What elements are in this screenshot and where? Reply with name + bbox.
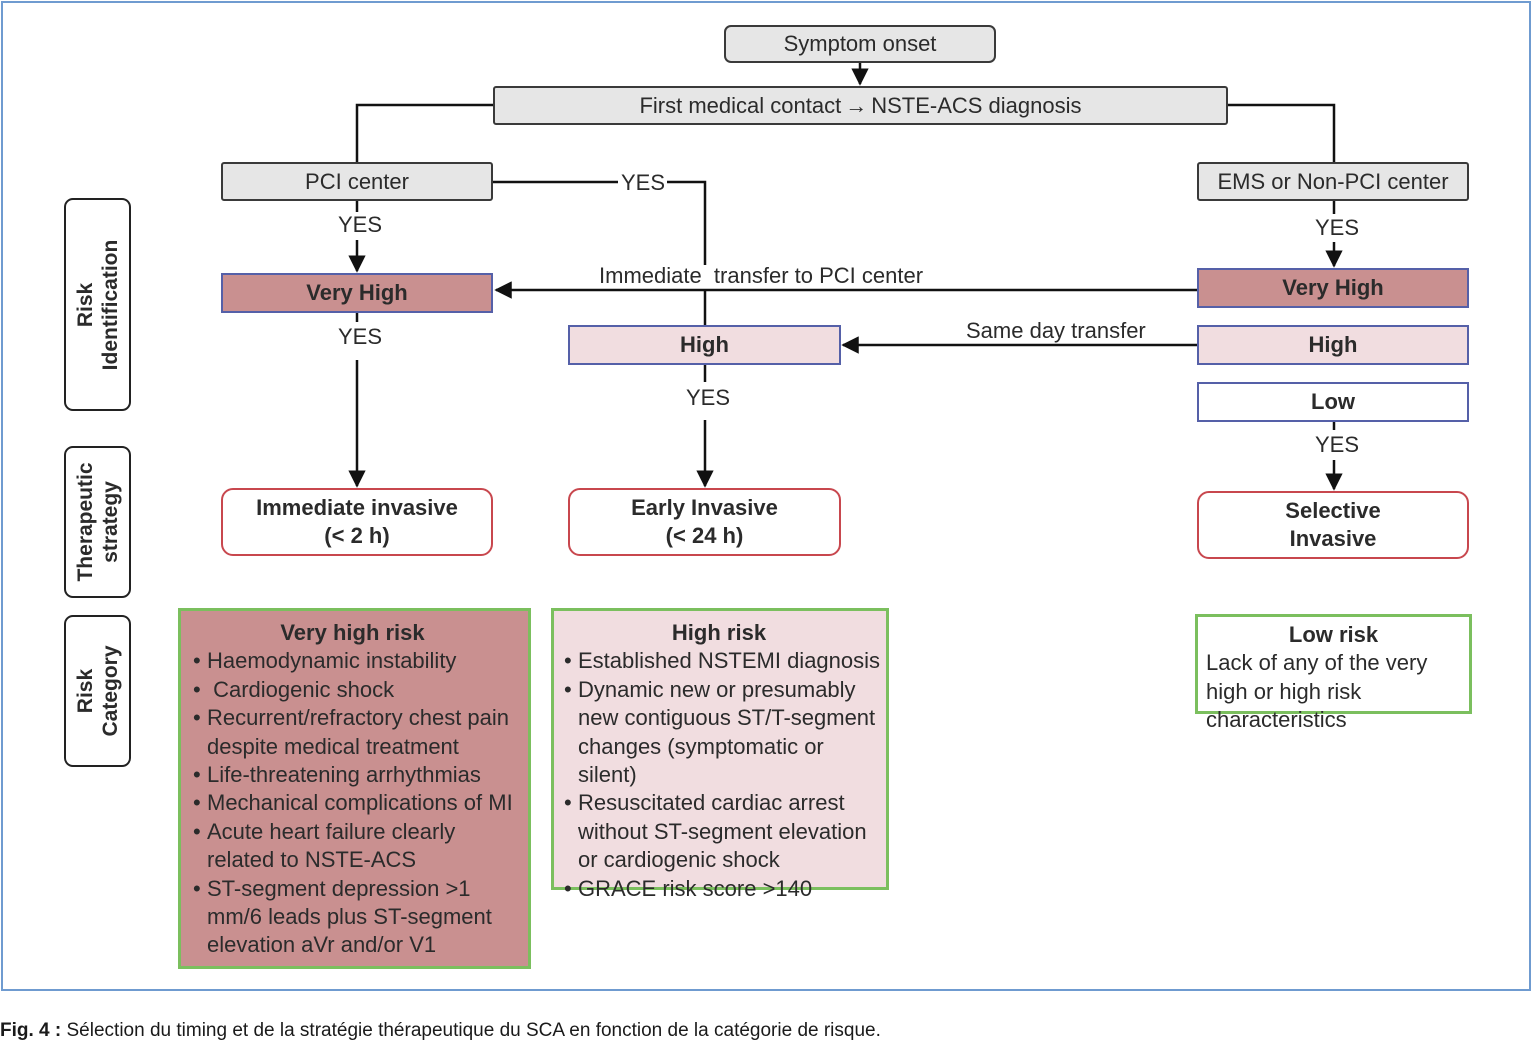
list-item: Mechanical complications of MI [185,789,520,818]
therapeutic-strategy-text: Therapeutic strategy [73,462,122,582]
symptom-onset-label: Symptom onset [783,31,937,56]
immediate-invasive-line2: (< 2 h) [324,523,390,548]
immediate-transfer-label: Immediate transfer to PCI center [599,263,924,288]
very-high-label: Very High [306,280,408,305]
line-contact-to-pci [355,103,493,162]
ems-center-box: EMS or Non-PCI center [1197,162,1469,201]
list-item: Dynamic new or presumably new contiguous… [556,676,882,790]
high-risk-list: Established NSTEMI diagnosis Dynamic new… [556,647,882,903]
selective-invasive-line1: Selective [1285,498,1381,523]
line-contact-to-ems [1228,103,1336,162]
list-item: Resuscitated cardiac arrest without ST-s… [556,789,882,874]
first-contact-box: First medical contact → NSTE-ACS diagnos… [493,86,1228,125]
very-high-risk-panel: Very high risk Haemodynamic instability … [178,608,531,969]
high-box-center: High [568,325,841,365]
high-box-ems: High [1197,325,1469,365]
pci-center-box: PCI center [221,162,493,201]
early-invasive-box: Early Invasive (< 24 h) [568,488,841,556]
yes-label-low: YES [1313,432,1362,458]
arrow-right-icon: → [845,92,868,118]
list-item: GRACE risk score >140 [556,875,882,904]
very-high-box-pci: Very High [221,273,493,313]
yes-label-ems: YES [1313,215,1362,241]
high-label: High [1308,332,1358,357]
list-item: Haemodynamic instability [185,647,520,676]
very-high-box-ems: Very High [1197,268,1469,308]
risk-category-text: Risk Category [73,645,122,737]
side-label-therapeutic-strategy: Therapeutic strategy [64,446,131,598]
yes-label-pci-to-high: YES [619,170,668,196]
yes-label-veryhigh: YES [336,324,385,350]
high-risk-title: High risk [671,620,767,645]
early-invasive-line1: Early Invasive [631,495,778,520]
low-risk-title: Low risk [1288,622,1379,647]
list-item: ST-segment depression >1 mm/6 leads plus… [185,875,520,960]
risk-identification-text: Risk Identification [73,239,122,370]
low-risk-panel: Low risk Lack of any of the very high or… [1195,614,1472,732]
very-high-risk-title: Very high risk [280,620,425,645]
low-box-ems: Low [1197,382,1469,422]
side-label-risk-identification: Risk Identification [64,198,131,411]
symptom-onset-box: Symptom onset [724,25,996,63]
diagnosis-label: NSTE-ACS diagnosis [871,92,1082,118]
immediate-invasive-line1: Immediate invasive [256,495,458,520]
yes-label-pci: YES [336,212,385,238]
list-item: Established NSTEMI diagnosis [556,647,882,676]
first-contact-label: First medical contact [639,92,842,118]
list-item: Acute heart failure clearly related to N… [185,818,520,875]
yes-label-high: YES [684,385,733,411]
low-label: Low [1311,389,1355,414]
selective-invasive-line2: Invasive [1289,526,1377,551]
ems-center-label: EMS or Non-PCI center [1217,168,1449,194]
early-invasive-line2: (< 24 h) [665,523,744,548]
high-label: High [680,332,729,357]
side-label-risk-category: Risk Category [64,615,131,767]
same-day-transfer-label: Same day transfer [966,318,1146,343]
caption-label: Fig. 4 : [0,1020,62,1041]
very-high-label: Very High [1282,275,1384,300]
immediate-invasive-box: Immediate invasive (< 2 h) [221,488,493,556]
selective-invasive-box: Selective Invasive [1197,491,1469,559]
caption-text: Sélection du timing et de la stratégie t… [61,1020,881,1041]
list-item: Life-threatening arrhythmias [185,761,520,790]
figure-caption: Fig. 4 : Sélection du timing et de la st… [0,1020,881,1042]
high-risk-panel: High risk Established NSTEMI diagnosis D… [551,608,889,903]
low-risk-text: Lack of any of the very high or high ris… [1206,650,1428,733]
very-high-risk-list: Haemodynamic instability Cardiogenic sho… [185,647,520,959]
figure-frame [1,1,1531,991]
list-item: Recurrent/refractory chest pain despite … [185,704,520,761]
list-item: Cardiogenic shock [185,676,520,705]
pci-center-label: PCI center [305,168,409,194]
